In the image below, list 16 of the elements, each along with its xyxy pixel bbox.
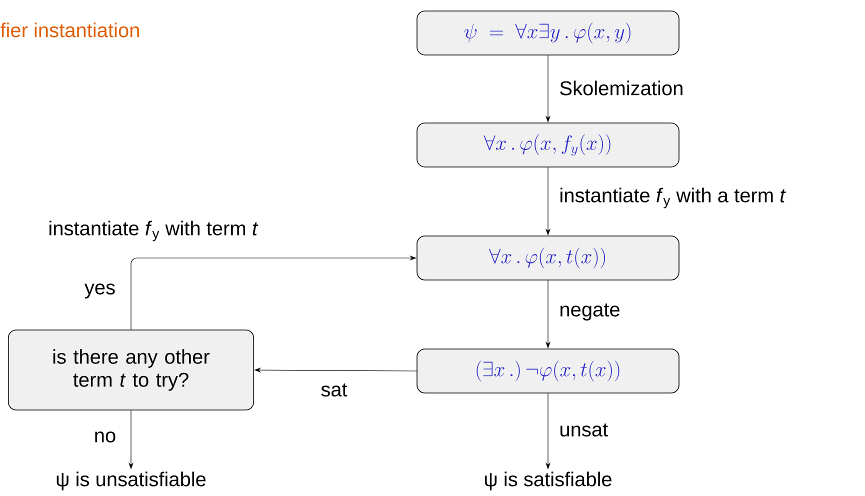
edge-label: unsat bbox=[560, 423, 608, 437]
decision-box: is there any other term t to try? bbox=[8, 330, 254, 410]
edge-label: no bbox=[95, 432, 116, 442]
formula-box: $\forall x\,.\,\varphi(x, f_y(x))$ bbox=[416, 122, 680, 168]
title: fier instantiation bbox=[0, 22, 139, 38]
note-text: instantiate f$_{y}$ with term t bbox=[50, 220, 258, 242]
formula-box: $(\exists x\,.)\,\neg\varphi(x, t(x))$ bbox=[416, 348, 680, 394]
result-text: ψ is unsatisfiable bbox=[56, 472, 206, 490]
edge-label: yes bbox=[84, 284, 115, 298]
edge-label: instantiate f$_{y}$ with a term t bbox=[560, 188, 786, 208]
formula-box: $\psi\ =\ \forall x \exists y\,.\,\varphi(x, y)$ bbox=[416, 10, 680, 56]
edge-label: Skolemization bbox=[560, 80, 682, 96]
result-text: ψ is satisfiable bbox=[484, 472, 612, 490]
formula-box: $\forall x\,.\,\varphi(x, t(x))$ bbox=[416, 236, 680, 280]
edge-label: sat bbox=[321, 383, 348, 397]
edge-label: negate bbox=[560, 303, 620, 321]
